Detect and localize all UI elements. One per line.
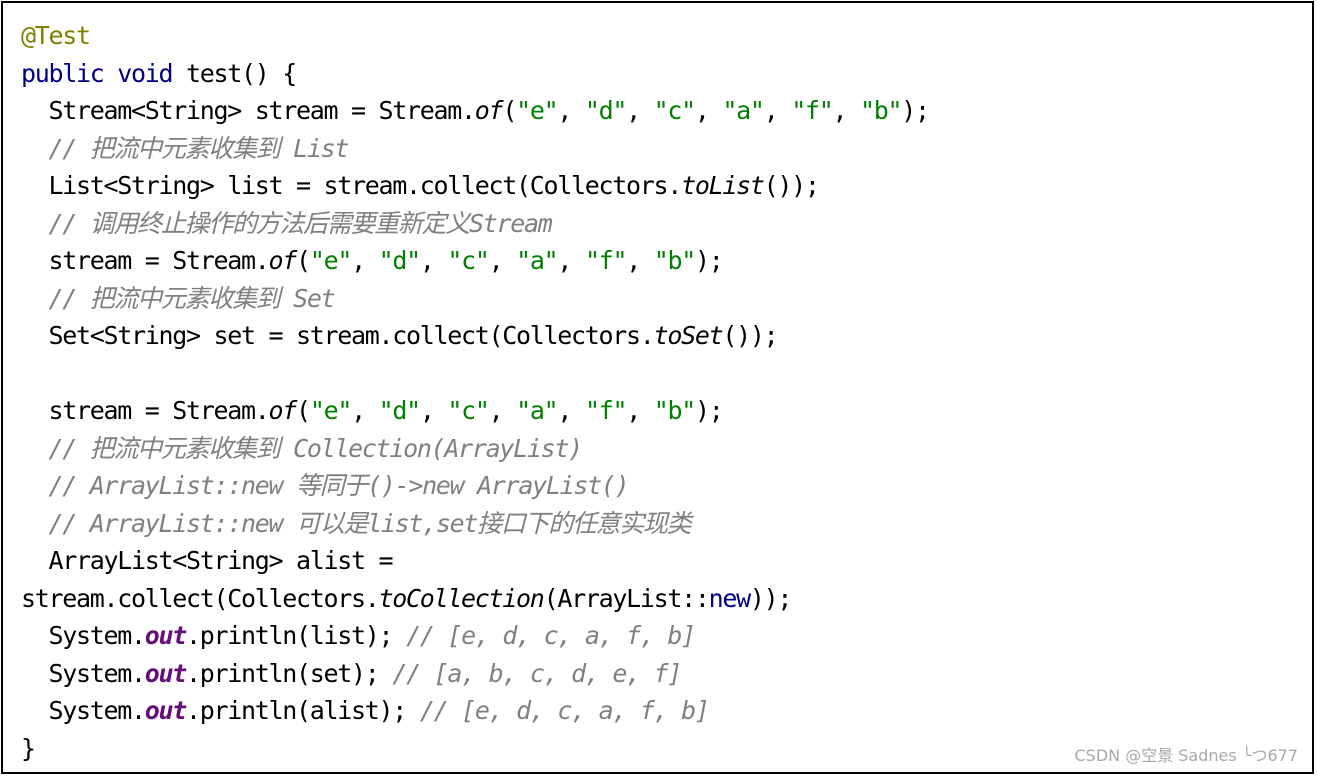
- code-comment: // 把流中元素收集到 List: [48, 133, 350, 163]
- code-text: Set<String> set = stream.collect(Collect…: [21, 321, 655, 350]
- code-text: Stream<String> stream = Stream.: [21, 96, 477, 125]
- code-line-20: }: [21, 730, 929, 768]
- string-literal: "b": [653, 396, 697, 425]
- code-text: System.: [21, 658, 147, 688]
- code-comment: // ArrayList::new 等同于()->new ArrayList(): [48, 471, 630, 500]
- code-line-18: System.out.println(set); // [a, b, c, d,…: [21, 655, 929, 693]
- code-comment: // 把流中元素收集到 Set: [48, 283, 336, 313]
- string-literal: "d": [584, 96, 628, 125]
- string-literal: "f": [584, 396, 628, 425]
- code-line-12: // 把流中元素收集到 Collection(ArrayList): [21, 430, 929, 468]
- code-comment: // 把流中元素收集到 Collection(ArrayList): [48, 433, 584, 463]
- string-literal: "d": [378, 396, 422, 425]
- code-line-6: // 调用终止操作的方法后需要重新定义Stream: [21, 205, 929, 243]
- string-literal: "c": [447, 396, 490, 425]
- static-method: toSet: [653, 321, 724, 350]
- keyword-void: void: [117, 58, 173, 88]
- code-text: ));: [749, 583, 793, 613]
- code-text: );: [901, 96, 930, 125]
- code-line-2: public void test() {: [21, 55, 929, 93]
- code-text: .println(list);: [186, 621, 407, 650]
- code-text: (: [502, 96, 517, 125]
- static-field: out: [144, 621, 188, 650]
- code-line-17: System.out.println(list); // [e, d, c, a…: [21, 617, 929, 655]
- code-line-9: Set<String> set = stream.collect(Collect…: [21, 317, 929, 355]
- code-line-19: System.out.println(alist); // [e, d, c, …: [21, 692, 929, 730]
- string-literal: "e": [309, 396, 353, 425]
- code-line-1: @Test: [21, 17, 929, 55]
- keyword-public: public: [21, 58, 105, 88]
- code-listing: @Test public void test() { Stream<String…: [21, 17, 931, 768]
- code-line-11: stream = Stream.of("e", "d", "c", "a", "…: [21, 396, 724, 425]
- code-text: (: [296, 246, 311, 275]
- static-method: of: [268, 396, 298, 425]
- closing-brace: }: [21, 733, 36, 763]
- code-line-3: Stream<String> stream = Stream.of("e", "…: [21, 96, 931, 125]
- code-text: System.: [21, 696, 147, 725]
- code-line-16: stream.collect(Collectors.toCollection(A…: [21, 580, 929, 618]
- string-literal: "a": [516, 246, 559, 275]
- static-method: of: [268, 246, 298, 275]
- static-field: out: [144, 658, 188, 688]
- string-literal: "f": [791, 96, 834, 125]
- code-line-14: // ArrayList::new 可以是list,set接口下的任意实现类: [21, 505, 929, 543]
- code-line-15: ArrayList<String> alist =: [21, 542, 929, 580]
- string-literal: "b": [859, 96, 903, 125]
- static-method: toList: [681, 171, 765, 200]
- code-text: (: [296, 396, 311, 425]
- code-text: stream = Stream.: [21, 246, 270, 275]
- code-text: System.: [21, 621, 147, 650]
- code-line-5: List<String> list = stream.collect(Colle…: [21, 167, 929, 205]
- code-line-4: // 把流中元素收集到 List: [21, 130, 929, 168]
- string-literal: "a": [516, 396, 559, 425]
- code-text: List<String> list = stream.collect(Colle…: [21, 171, 683, 200]
- method-signature: test() {: [172, 58, 297, 88]
- code-line-8: // 把流中元素收集到 Set: [21, 280, 929, 318]
- keyword-new: new: [708, 583, 752, 613]
- code-text: .println(alist);: [186, 696, 420, 725]
- code-comment: // [a, b, c, d, e, f]: [392, 658, 682, 688]
- string-literal: "c": [447, 246, 490, 275]
- string-literal: "d": [378, 246, 422, 275]
- string-literal: "f": [584, 246, 628, 275]
- code-text: ArrayList<String> alist =: [21, 546, 394, 575]
- string-literal: "a": [722, 96, 765, 125]
- static-field: out: [144, 696, 188, 725]
- code-line-13: // ArrayList::new 等同于()->new ArrayList(): [21, 467, 929, 505]
- code-text: );: [694, 246, 724, 275]
- code-text: );: [694, 396, 724, 425]
- code-text: .println(set);: [186, 658, 393, 688]
- string-literal: "e": [516, 96, 559, 125]
- code-text: ());: [722, 321, 778, 350]
- code-comment: // [e, d, c, a, f, b]: [406, 621, 696, 650]
- code-text: stream.collect(Collectors.: [21, 583, 380, 613]
- code-text: stream = Stream.: [21, 396, 270, 425]
- string-literal: "e": [309, 246, 353, 275]
- code-text: (ArrayList::: [543, 583, 710, 613]
- string-literal: "c": [653, 96, 697, 125]
- code-comment: // [e, d, c, a, f, b]: [419, 696, 710, 725]
- watermark: CSDN @空景 Sadnes ╰つ677: [1074, 746, 1299, 765]
- code-comment: // ArrayList::new 可以是list,set接口下的任意实现类: [48, 508, 692, 538]
- annotation-test: @Test: [21, 21, 91, 50]
- code-line-7: stream = Stream.of("e", "d", "c", "a", "…: [21, 246, 724, 275]
- code-line-10: [21, 355, 929, 393]
- static-method: toCollection: [378, 583, 545, 613]
- static-method: of: [474, 96, 504, 125]
- code-comment: // 调用终止操作的方法后需要重新定义Stream: [48, 208, 553, 238]
- string-literal: "b": [653, 246, 697, 275]
- code-text: ());: [763, 171, 820, 200]
